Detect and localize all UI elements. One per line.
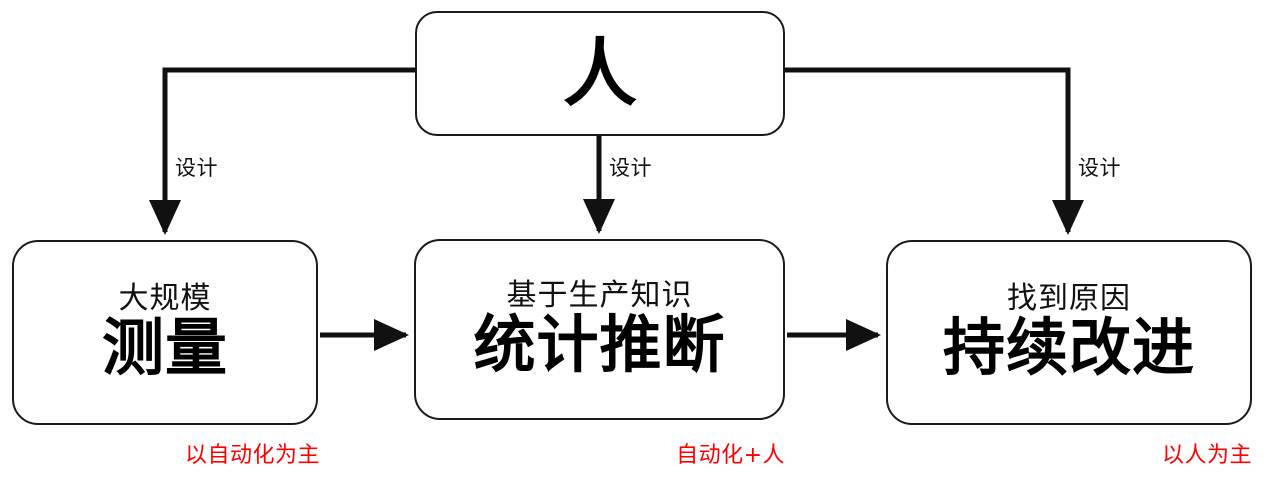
node-inference[interactable]: 基于生产知识 统计推断 [414,239,785,420]
node-measure[interactable]: 大规模 测量 [12,240,318,425]
node-person[interactable]: 人 [415,11,785,136]
node-person-label: 人 [563,30,637,117]
edge-label-design-center: 设计 [609,156,652,180]
node-inference-subtitle: 基于生产知识 [506,278,693,314]
note-improve-human: 以人为主 [1161,443,1252,468]
node-improve[interactable]: 找到原因 持续改进 [886,240,1252,425]
node-improve-title: 持续改进 [942,310,1195,384]
note-measure-automation: 以自动化为主 [184,443,320,468]
node-inference-title: 统计推断 [473,307,726,381]
node-measure-subtitle: 大规模 [118,281,212,317]
node-measure-title: 测量 [101,310,228,384]
note-inference-automation-human: 自动化+人 [676,443,785,468]
edge-label-design-left: 设计 [175,156,218,180]
node-improve-subtitle: 找到原因 [1007,281,1131,317]
edge-label-design-right: 设计 [1078,156,1121,180]
connector-person-to-improve [784,67,1085,235]
connector-person-to-measure [149,67,415,235]
